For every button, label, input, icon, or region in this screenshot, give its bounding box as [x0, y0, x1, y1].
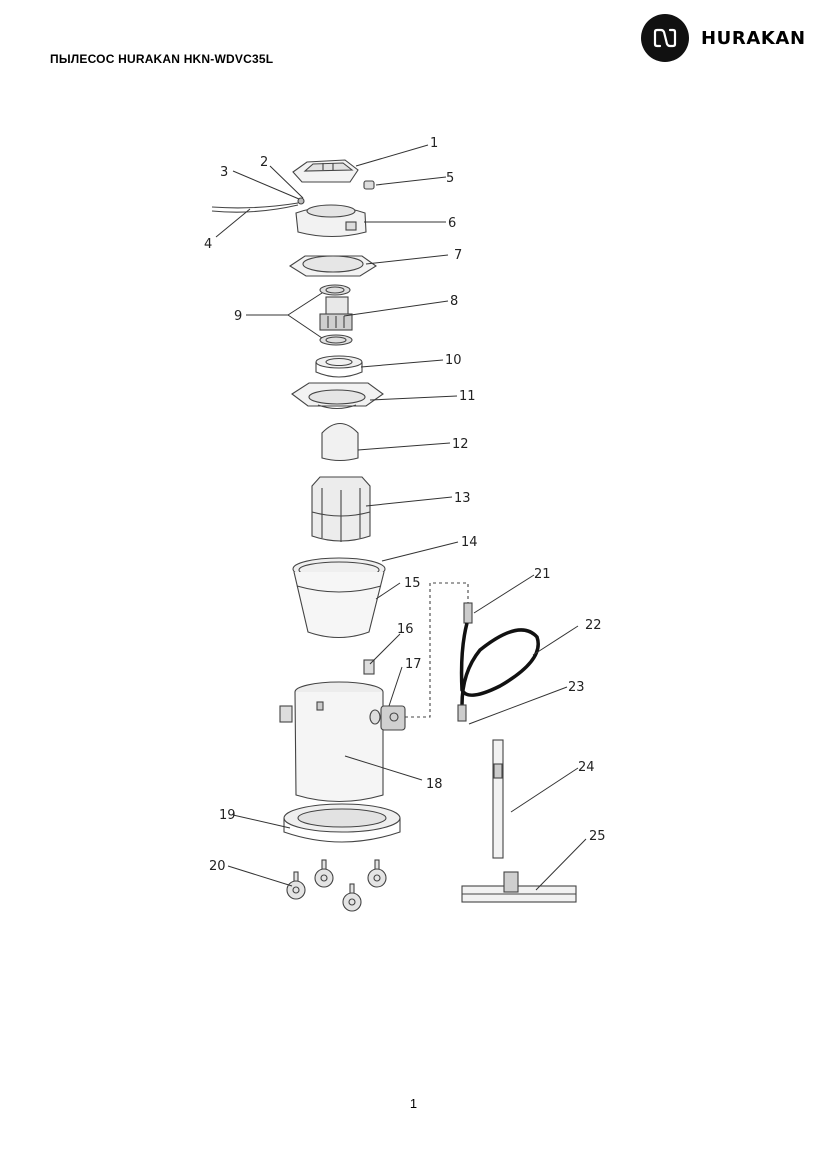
brand-header: HURAKAN [641, 14, 806, 62]
part-cable [211, 197, 305, 213]
callout-9: 9 [234, 309, 242, 324]
part-latch-16 [363, 659, 375, 675]
callout-21: 21 [534, 567, 551, 582]
callout-8: 8 [450, 294, 458, 309]
callout-13: 13 [454, 491, 471, 506]
callout-19: 19 [219, 808, 236, 823]
hose-connector-dashes [405, 582, 469, 718]
document-title: ПЫЛЕСОС HURAKAN HKN-WDVC35L [50, 52, 274, 66]
callout-20: 20 [209, 859, 226, 874]
callout-11: 11 [459, 389, 476, 404]
part-ring-10 [315, 355, 363, 378]
callout-16: 16 [397, 622, 414, 637]
callout-6: 6 [448, 216, 456, 231]
part-motor [319, 296, 353, 331]
callout-numbers: 1 2 3 4 5 6 7 8 9 10 11 12 13 14 15 16 1… [204, 136, 606, 874]
part-hose [457, 602, 540, 722]
part-bucket [292, 557, 386, 639]
callout-15: 15 [404, 576, 421, 591]
part-base-ring [283, 803, 401, 843]
callout-2: 2 [260, 155, 268, 170]
part-cage [311, 476, 371, 542]
page-number: 1 [409, 1096, 418, 1111]
callout-1: 1 [430, 136, 438, 151]
part-rings [319, 284, 353, 346]
callout-17: 17 [405, 657, 422, 672]
callout-25: 25 [589, 829, 606, 844]
brand-name: HURAKAN [701, 27, 806, 49]
part-knob [363, 180, 375, 190]
callout-10: 10 [445, 353, 462, 368]
callout-12: 12 [452, 437, 469, 452]
part-gasket-plate [288, 255, 377, 277]
part-base-plate [291, 382, 384, 410]
callout-14: 14 [461, 535, 478, 550]
part-tank [279, 681, 384, 803]
leader-lines [215, 144, 587, 891]
part-float [321, 422, 359, 462]
callout-4: 4 [204, 237, 212, 252]
part-motor-housing [295, 204, 367, 237]
callout-22: 22 [585, 618, 602, 633]
part-top-cover [292, 159, 359, 183]
part-tube [492, 739, 504, 859]
part-castors [286, 859, 387, 912]
callout-23: 23 [568, 680, 585, 695]
callout-24: 24 [578, 760, 595, 775]
hurakan-logo-icon [641, 14, 689, 62]
part-inlet [369, 705, 406, 731]
part-floor-brush [461, 871, 577, 903]
callout-5: 5 [446, 171, 454, 186]
callout-18: 18 [426, 777, 443, 792]
callout-3: 3 [220, 165, 228, 180]
callout-7: 7 [454, 248, 462, 263]
